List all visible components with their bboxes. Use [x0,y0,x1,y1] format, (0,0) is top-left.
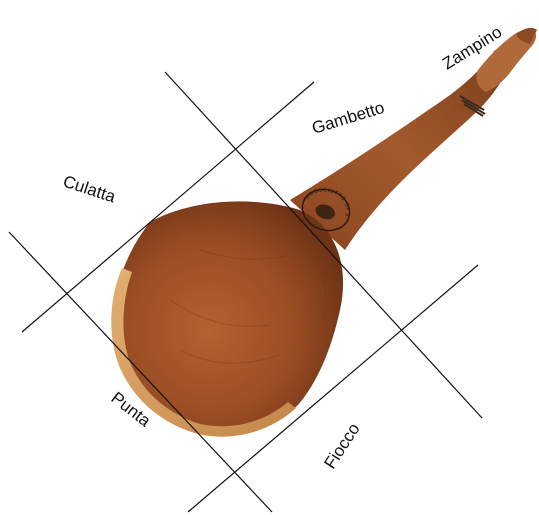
label-culatta: Culatta [61,172,119,207]
ham-illustration [111,28,537,437]
label-gambetto: Gambetto [310,98,387,138]
label-fiocco: Fiocco [320,420,363,472]
